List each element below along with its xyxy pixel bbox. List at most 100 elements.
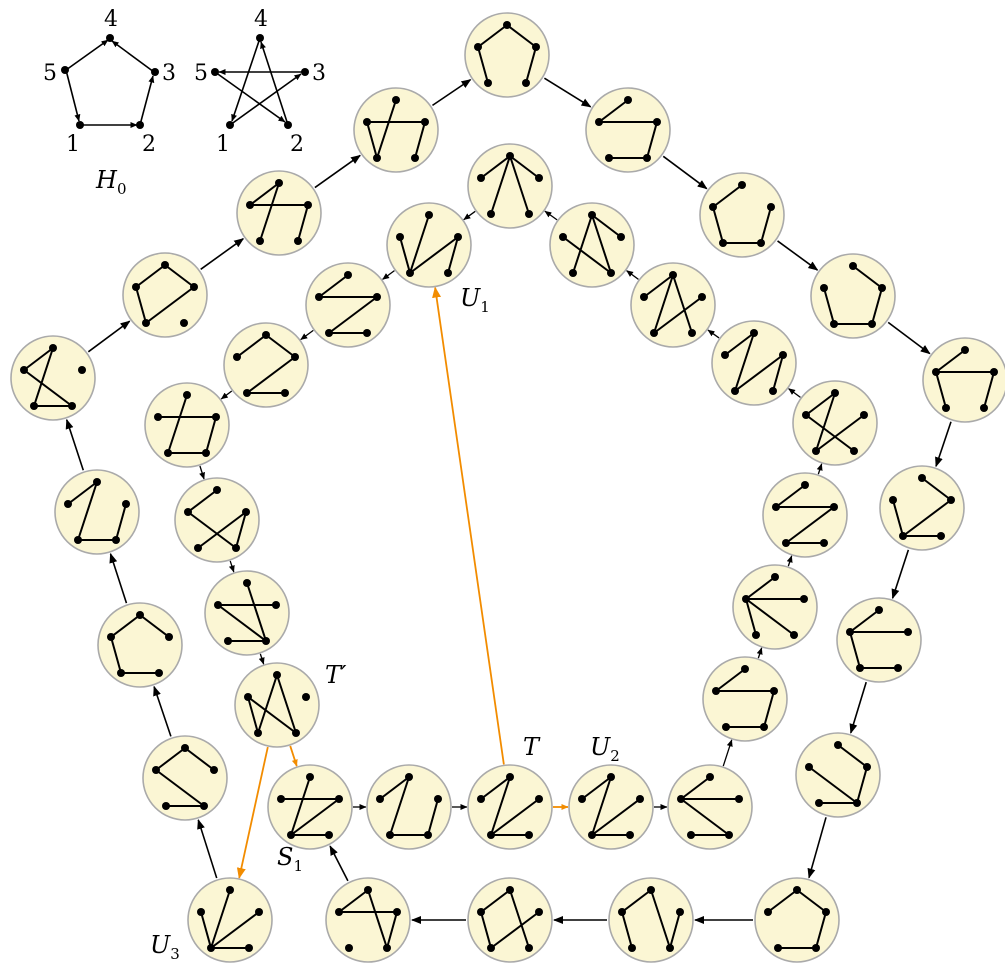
state-node — [792, 380, 878, 466]
graph-vertex — [990, 368, 998, 376]
graph-vertex — [107, 633, 115, 641]
transition-arrow — [849, 681, 867, 734]
graph-edge — [409, 214, 430, 274]
graph-edge — [318, 274, 349, 298]
highlight-arrow — [236, 746, 269, 879]
graph-edge — [621, 911, 633, 949]
special-labels: U1 U2 U3 S1 T T′ — [150, 284, 620, 963]
graph-vertex — [764, 908, 772, 916]
graph-edge — [110, 614, 141, 638]
graph-vertex — [233, 353, 241, 361]
graph-edge — [892, 499, 904, 537]
graph-vertex — [202, 449, 210, 457]
graph-edge — [672, 274, 693, 334]
legend-vertex — [256, 34, 264, 42]
graph-edge — [139, 614, 170, 638]
graph-vertex — [771, 573, 779, 581]
graph-vertex — [155, 669, 163, 677]
graph-vertex — [132, 283, 140, 291]
legend-pentagon-graph: 1 2 3 4 5 — [43, 7, 176, 157]
graph-vertex — [618, 908, 626, 916]
graph-vertex — [863, 763, 871, 771]
label-u3-main: U — [150, 931, 171, 959]
state-node — [699, 172, 785, 258]
transition-arrow — [220, 390, 233, 400]
graph-vertex — [802, 411, 810, 419]
state-node — [54, 469, 140, 555]
graph-edge — [187, 511, 237, 549]
graph-vertex — [820, 284, 828, 292]
graph-vertex — [793, 886, 801, 894]
graph-vertex — [224, 637, 232, 645]
graph-vertex — [742, 595, 750, 603]
state-node-disc — [10, 335, 96, 421]
state-node — [630, 262, 716, 348]
graph-vertex — [698, 293, 706, 301]
label-s1: S1 — [277, 843, 303, 875]
transition-arrows — [65, 77, 952, 924]
graph-vertex — [856, 664, 864, 672]
graph-vertex — [757, 239, 765, 247]
graph-vertex — [535, 174, 543, 182]
transition-arrow — [329, 845, 349, 882]
graph-vertex — [273, 671, 281, 679]
graph-vertex — [653, 118, 661, 126]
graph-edge — [135, 286, 147, 324]
graph-edge — [338, 889, 369, 913]
label-u3-sub: 3 — [170, 945, 180, 963]
label-u3: U3 — [150, 931, 180, 963]
graph-vertex — [226, 886, 234, 894]
graph-edge — [796, 889, 827, 913]
graph-vertex — [406, 269, 414, 277]
graph-vertex — [894, 664, 902, 672]
graph-vertex — [256, 237, 264, 245]
graph-vertex — [363, 118, 371, 126]
graph-vertex — [454, 233, 462, 241]
state-node — [305, 262, 391, 348]
graph-vertex — [183, 391, 191, 399]
graph-vertex — [294, 237, 302, 245]
graph-vertex — [774, 944, 782, 952]
graph-vertex — [363, 329, 371, 337]
graph-edge — [849, 631, 861, 669]
state-node — [204, 570, 290, 656]
state-node — [10, 335, 96, 421]
graph-vertex — [244, 693, 252, 701]
graph-vertex — [779, 351, 787, 359]
graph-vertex — [947, 496, 955, 504]
graph-vertex — [760, 723, 768, 731]
graph-vertex — [184, 508, 192, 516]
graph-vertex — [918, 474, 926, 482]
graph-vertex — [605, 154, 613, 162]
graph-edge — [763, 690, 775, 728]
graph-edge — [414, 121, 426, 159]
graph-edge — [184, 747, 215, 771]
legend-edge — [214, 71, 286, 123]
graph-vertex — [181, 744, 189, 752]
graph-vertex — [325, 329, 333, 337]
graph-vertex — [770, 687, 778, 695]
graph-edge — [745, 598, 795, 636]
graph-vertex — [212, 413, 220, 421]
legend-title-sub: 0 — [117, 180, 127, 198]
label-t: T — [523, 733, 541, 761]
graph-vertex — [725, 831, 733, 839]
graph-edge — [155, 747, 186, 771]
graph-vertex — [411, 154, 419, 162]
transition-arrow — [432, 78, 472, 107]
graph-vertex — [292, 729, 300, 737]
legend-edge — [139, 75, 155, 126]
graph-vertex — [588, 831, 596, 839]
graph-edge — [852, 265, 883, 289]
graph-edge — [110, 636, 122, 674]
graph-vertex — [535, 795, 543, 803]
graph-vertex — [677, 795, 685, 803]
state-node-disc — [630, 262, 716, 348]
graph-edge — [200, 911, 212, 949]
legend-edge — [229, 73, 302, 126]
graph-edge — [815, 392, 836, 452]
graph-vertex — [477, 174, 485, 182]
transition-arrow — [197, 818, 218, 879]
transition-arrow — [87, 320, 131, 353]
transition-arrow — [807, 817, 827, 879]
